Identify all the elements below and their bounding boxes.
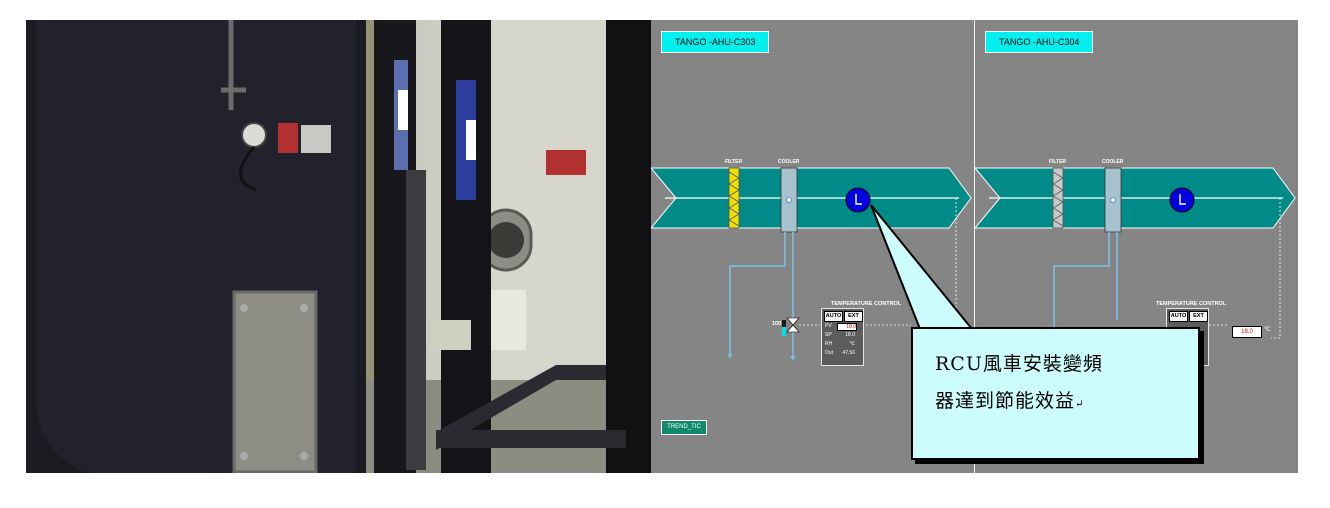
chilled-water-return <box>729 232 786 354</box>
supply-fan <box>1169 187 1195 213</box>
callout-line-2-wrap: 器達到節能效益↵ <box>935 383 1195 423</box>
callout-text: RCU風車安裝變頻 器達到節能效益↵ <box>935 346 1195 423</box>
cooler-label: COOLER <box>778 159 800 165</box>
callout-line-1: RCU風車安裝變頻 <box>935 353 1103 375</box>
pv-label: PV <box>825 323 832 329</box>
out-value: 47.56 <box>842 350 855 356</box>
chilled-water-return <box>1053 232 1110 354</box>
filter-element <box>1052 167 1064 229</box>
ahu-equipment-photo <box>26 20 651 473</box>
filter-element <box>728 167 740 229</box>
ext-mode-button[interactable]: EXT <box>1189 311 1208 322</box>
supply-fan <box>845 187 871 213</box>
filter-mesh <box>1052 171 1064 227</box>
ext-mode-button[interactable]: EXT <box>844 311 863 322</box>
auto-mode-button[interactable]: AUTO <box>1169 311 1188 322</box>
panel-divider <box>974 20 975 473</box>
sp-value[interactable]: 18.0 <box>845 332 855 338</box>
pv-value: 18.0 <box>837 323 857 331</box>
sp-label: SP <box>825 332 832 338</box>
ahu-c304-duct-diagram <box>975 167 1296 354</box>
filter-label: FILTER <box>725 159 743 165</box>
auto-mode-button[interactable]: AUTO <box>824 311 843 322</box>
setpoint-input[interactable]: 18.0 <box>1232 326 1262 338</box>
callout-line-2: 器達到節能效益 <box>935 390 1076 412</box>
annotation-callout: RCU風車安裝變頻 器達到節能效益↵ <box>911 327 1200 460</box>
setpoint-unit: ℃ <box>1264 327 1271 333</box>
fan-blade <box>1179 194 1186 205</box>
temperature-control-title: TEMPERATURE CONTROL <box>831 301 902 307</box>
out-label: Out <box>825 350 834 356</box>
cooler-label: COOLER <box>1102 159 1124 165</box>
rh-label: RH <box>825 341 833 347</box>
cooler-indicator <box>1110 197 1116 203</box>
cooler-indicator <box>786 197 792 203</box>
valve-output-bar <box>782 327 786 336</box>
paragraph-mark: ↵ <box>1075 399 1085 410</box>
ahu-c303-tag: TANGO -AHU-C303 <box>661 31 770 53</box>
filter-mesh <box>728 171 740 227</box>
trend-tic-button[interactable]: TREND_TIC <box>661 420 707 435</box>
temperature-control-title: TEMPERATURE CONTROL <box>1156 301 1227 307</box>
control-valve <box>786 317 800 326</box>
temperature-control-faceplate[interactable]: AUTO EXT PV 18.0 SP 18.0 RH ℃ Out 47.56 <box>821 308 864 366</box>
fan-blade <box>855 194 862 205</box>
filter-label: FILTER <box>1049 159 1067 165</box>
rh-unit: ℃ <box>849 341 855 347</box>
ahu-c304-tag: TANGO -AHU-C304 <box>985 31 1094 53</box>
valve-output-value: 100 <box>772 321 782 327</box>
